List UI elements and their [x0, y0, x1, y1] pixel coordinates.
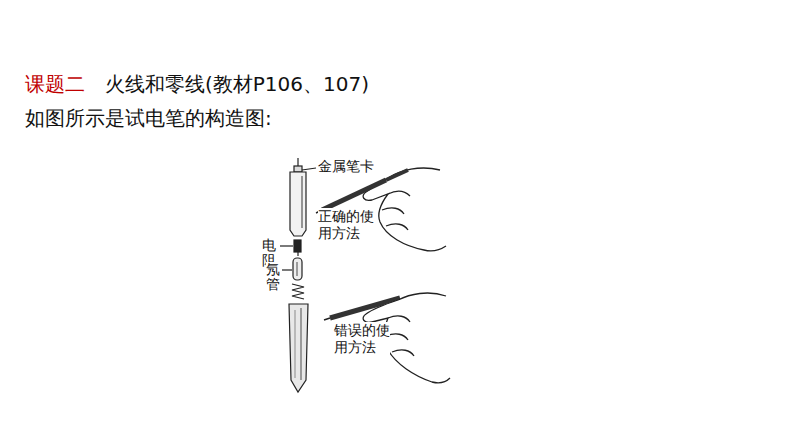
topic-heading: 火线和零线(教材P106、107) — [105, 72, 369, 96]
spring — [292, 284, 304, 299]
usage-label: 正确的使用方法 — [318, 208, 374, 242]
pen-body — [290, 172, 306, 236]
hand-correct — [316, 168, 446, 251]
part-label: 金属笔卡 — [318, 158, 374, 175]
neon-tube — [293, 258, 302, 280]
pen-cap — [289, 304, 308, 392]
lesson-title: 课题二 — [25, 72, 85, 96]
part-label: 氖管 — [266, 262, 280, 293]
usage-label: 错误的使用方法 — [334, 322, 390, 356]
hand-wrong — [324, 293, 450, 383]
intro-text: 如图所示是试电笔的构造图: — [25, 106, 272, 130]
resistor-part — [294, 240, 301, 252]
